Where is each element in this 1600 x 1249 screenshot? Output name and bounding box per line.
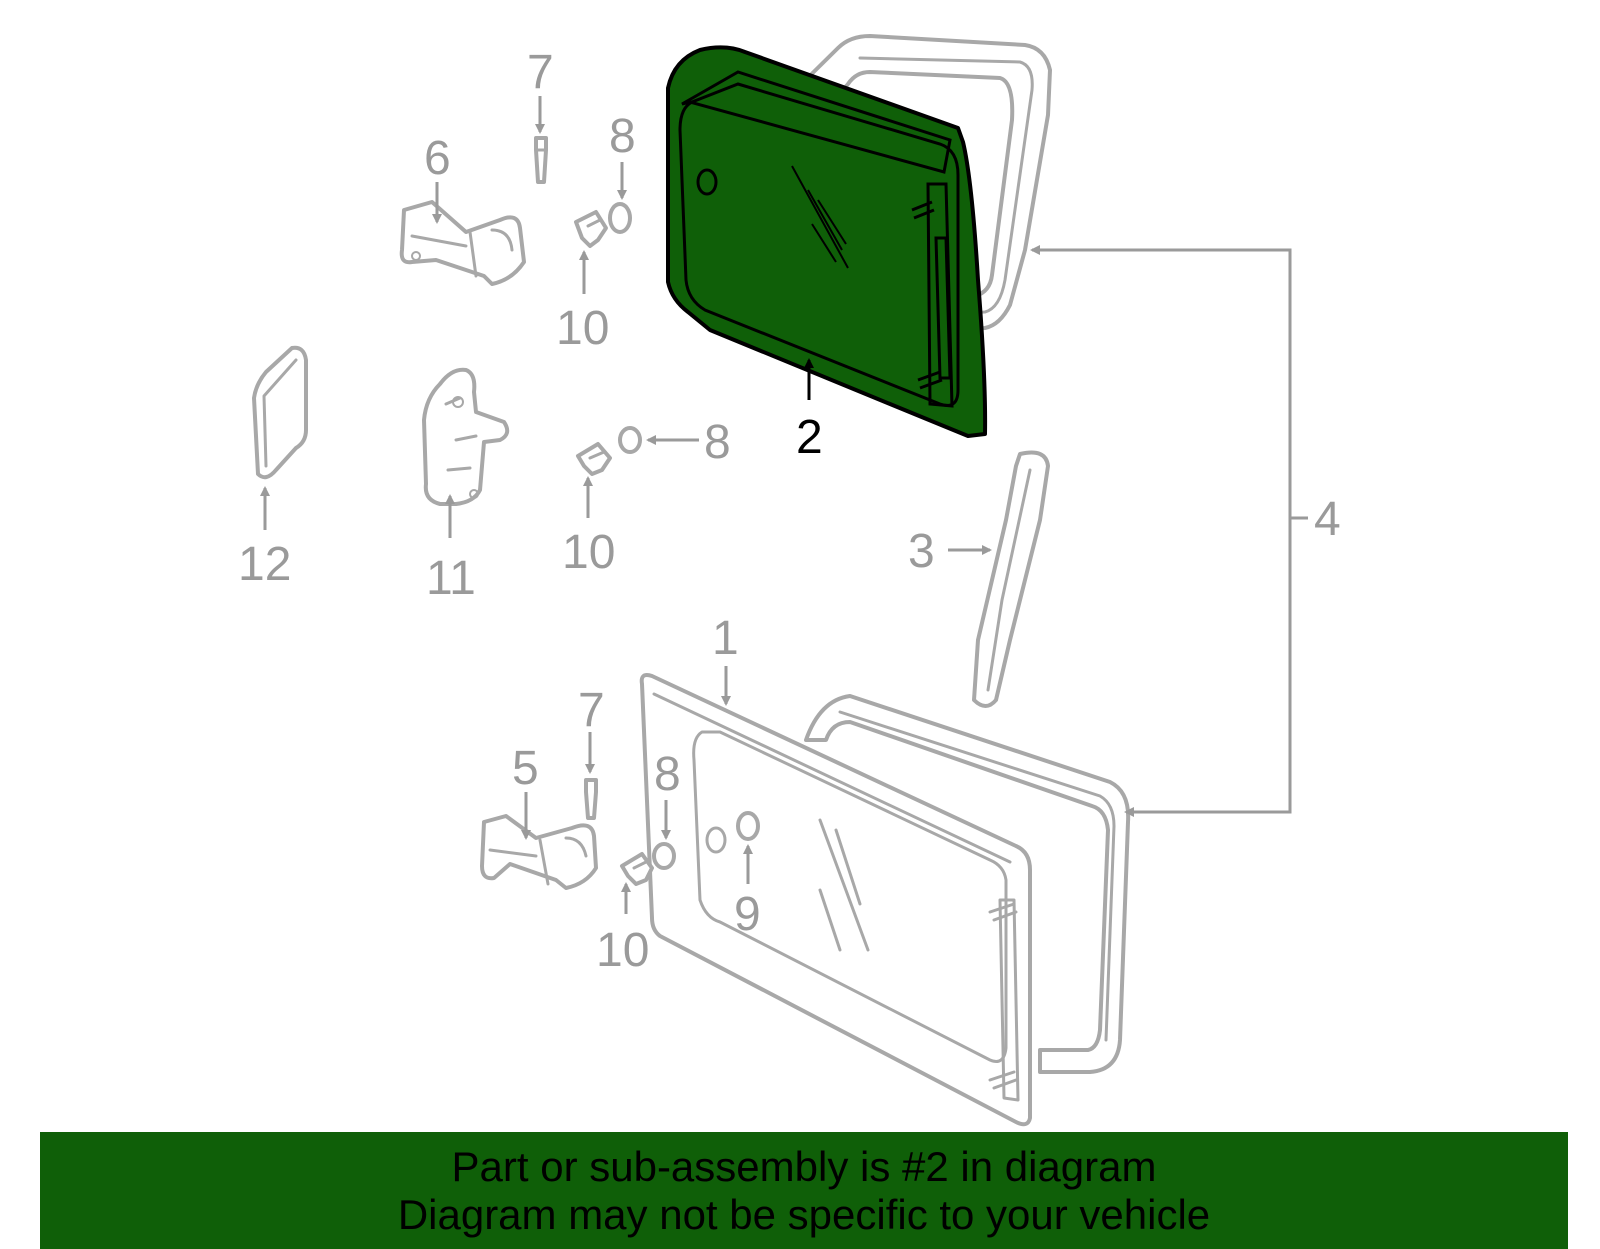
clip-10-mid	[576, 442, 612, 476]
footer-banner: Part or sub-assembly is #2 in diagram Di…	[40, 1132, 1568, 1249]
washer-8-top	[608, 202, 632, 234]
grommet-9	[736, 811, 760, 841]
window-glass-assembly-2	[666, 45, 988, 438]
callout-10-bottom: 10	[596, 924, 649, 977]
latch-11	[422, 367, 510, 506]
seal-strip-3	[972, 450, 1050, 708]
washer-8-bottom	[652, 842, 676, 870]
callout-9: 9	[734, 888, 761, 941]
lower-weatherstrip	[804, 694, 1131, 1074]
clip-10-top	[574, 210, 608, 248]
cover-12	[252, 345, 308, 480]
callout-4: 4	[1314, 493, 1341, 546]
callout-1: 1	[712, 612, 739, 665]
callout-10-mid: 10	[562, 526, 615, 579]
callout-6: 6	[424, 132, 451, 185]
bolt-7-top	[534, 136, 548, 184]
callout-8-top: 8	[609, 110, 636, 163]
callout-2: 2	[796, 411, 823, 464]
hinge-5	[480, 814, 598, 890]
footer-line-2: Diagram may not be specific to your vehi…	[397, 1190, 1211, 1238]
callout-12: 12	[238, 538, 291, 591]
hinge-6	[399, 200, 526, 286]
callout-7-top: 7	[527, 46, 554, 99]
clip-10-bottom	[620, 852, 654, 886]
footer-line-1: Part or sub-assembly is #2 in diagram	[451, 1142, 1157, 1190]
callout-3: 3	[908, 525, 935, 578]
callout-11: 11	[426, 552, 476, 605]
callout-8-bottom: 8	[654, 748, 681, 801]
washer-8-mid	[618, 426, 642, 454]
bolt-7-bottom	[584, 778, 598, 820]
callout-5: 5	[512, 742, 539, 795]
callout-10-top: 10	[556, 302, 609, 355]
window-glass-1	[639, 673, 1032, 1127]
callout-8-mid: 8	[704, 416, 731, 469]
callout-7-bottom: 7	[578, 684, 605, 737]
